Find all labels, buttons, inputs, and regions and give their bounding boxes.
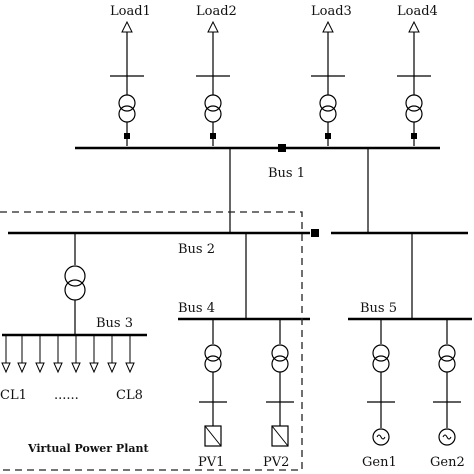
load-label-1: Load1 <box>110 4 151 19</box>
load-branch-2 <box>196 20 230 146</box>
transformer-icon <box>438 344 456 362</box>
switch-icon <box>124 133 130 139</box>
cl-drop <box>71 335 81 374</box>
generator-icon <box>438 428 456 446</box>
load-label-4: Load4 <box>397 4 438 19</box>
gen-label-1: Gen1 <box>362 455 397 470</box>
vpp-label: Virtual Power Plant <box>27 442 150 455</box>
bus-2-tie-switch <box>311 229 319 237</box>
load-arrow-icon <box>207 20 219 33</box>
cl-ellipsis: ...... <box>54 388 79 403</box>
cl-drop <box>35 335 45 374</box>
bus-3-label: Bus 3 <box>96 316 133 331</box>
cl-drop <box>17 335 27 374</box>
pv-panel-icon <box>271 425 289 447</box>
load-label-3: Load3 <box>311 4 352 19</box>
controllable-loads <box>1 335 135 374</box>
transformer-icon <box>204 94 222 112</box>
cl-drop <box>53 335 63 374</box>
gen-branch-2 <box>433 319 461 446</box>
switch-icon <box>210 133 216 139</box>
bus-1-label: Bus 1 <box>268 166 305 181</box>
pv-label-1: PV1 <box>198 455 224 470</box>
transformer-icon <box>118 94 136 112</box>
bus-2-label: Bus 2 <box>178 242 215 257</box>
cl-drop <box>125 335 135 374</box>
cl-drop <box>107 335 117 374</box>
load-arrow-icon <box>121 20 133 33</box>
bus-5-label: Bus 5 <box>360 301 397 316</box>
gen-branch-1 <box>367 319 395 446</box>
transformer-icon <box>64 265 86 287</box>
load-branch-3 <box>311 20 345 146</box>
transformer-icon <box>372 344 390 362</box>
generator-icon <box>372 428 390 446</box>
switch-icon <box>325 133 331 139</box>
load-branch-1 <box>110 20 144 146</box>
switch-icon <box>411 133 417 139</box>
transformer-icon <box>405 94 423 112</box>
cl-drop <box>89 335 99 374</box>
transformer-icon <box>204 344 222 362</box>
transformer-icon <box>319 94 337 112</box>
pv-branch-1 <box>199 319 227 447</box>
bus-4-label: Bus 4 <box>178 301 215 316</box>
load-arrow-icon <box>322 20 334 33</box>
load-label-2: Load2 <box>196 4 237 19</box>
vpp-boundary <box>0 211 303 471</box>
cl-drop <box>1 335 11 374</box>
transformer-icon <box>271 344 289 362</box>
load-branch-4 <box>397 20 431 146</box>
gen-label-2: Gen2 <box>430 455 465 470</box>
pv-label-2: PV2 <box>263 455 289 470</box>
bus-1-tie-switch <box>278 144 286 152</box>
load-arrow-icon <box>408 20 420 33</box>
cl-label-last: CL8 <box>116 388 143 403</box>
pv-panel-icon <box>204 425 222 447</box>
cl-label-first: CL1 <box>0 388 27 403</box>
pv-branch-2 <box>266 319 294 447</box>
